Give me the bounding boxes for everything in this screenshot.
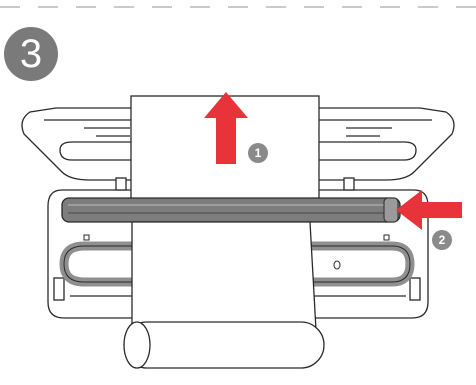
callout-1: 1 xyxy=(248,143,268,163)
arrow-left-icon xyxy=(396,190,462,230)
sealing-bar xyxy=(61,197,401,223)
step-number-badge: 3 xyxy=(4,27,58,81)
callout-1-number: 1 xyxy=(254,146,262,160)
vacuum-gasket xyxy=(59,241,415,287)
callout-2-number: 2 xyxy=(438,233,446,247)
step-number: 3 xyxy=(19,31,43,76)
callout-2: 2 xyxy=(432,230,452,250)
bag-roll xyxy=(123,221,325,369)
base-markings xyxy=(83,234,390,270)
dashed-separator xyxy=(0,6,476,8)
arrow-up-icon xyxy=(204,92,248,164)
